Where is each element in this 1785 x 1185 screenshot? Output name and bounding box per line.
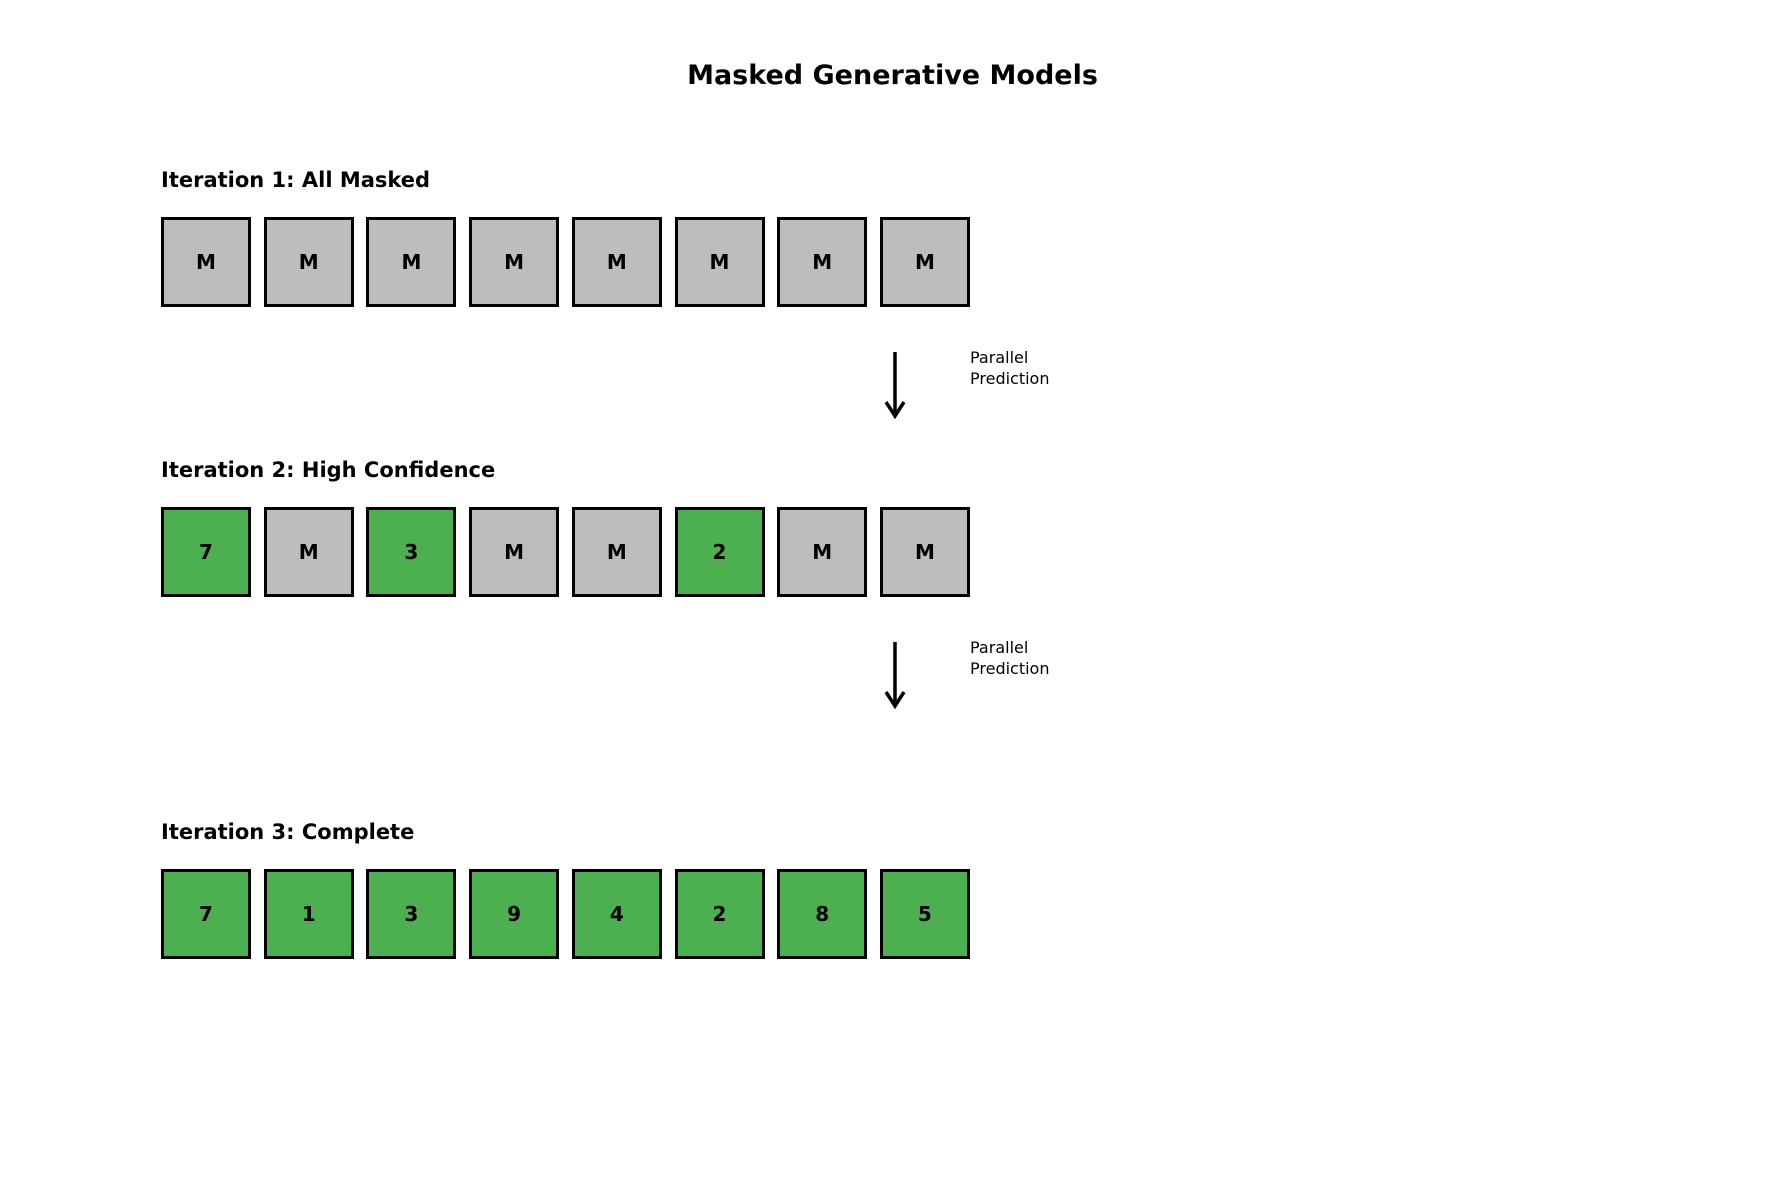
diagram-title: Masked Generative Models [687, 60, 1098, 91]
iteration-1-label: Iteration 1: All Masked [161, 168, 431, 192]
predicted-token: 3 [366, 507, 457, 597]
predicted-token: 7 [161, 869, 251, 959]
masked-token: M [777, 507, 868, 597]
masked-token: M [263, 507, 354, 597]
masked-token: M [263, 217, 354, 307]
down-arrow-icon [884, 642, 906, 710]
arrow-2-label: Parallel Prediction [970, 637, 1049, 679]
iteration-3-label: Iteration 3: Complete [161, 820, 415, 844]
masked-token: M [879, 217, 970, 307]
predicted-token: 2 [674, 507, 765, 597]
predicted-token: 2 [674, 869, 765, 959]
masked-token: M [879, 507, 970, 597]
arrow-label-line: Prediction [970, 369, 1050, 388]
masked-token: M [469, 507, 560, 597]
iteration-2-label: Iteration 2: High Confidence [161, 458, 496, 482]
masked-token: M [571, 217, 662, 307]
masked-token: M [571, 507, 662, 597]
masked-token: M [674, 217, 765, 307]
arrow-label-line: Parallel [970, 348, 1029, 367]
predicted-token: 9 [469, 869, 560, 959]
predicted-token: 8 [777, 869, 868, 959]
masked-token: M [469, 217, 560, 307]
masked-token: M [777, 217, 868, 307]
masked-token: M [161, 217, 251, 307]
predicted-token: 4 [571, 869, 662, 959]
predicted-token: 5 [879, 869, 970, 959]
arrow-label-line: Prediction [970, 659, 1050, 678]
masked-token: M [366, 217, 457, 307]
arrow-label-line: Parallel [970, 638, 1029, 657]
predicted-token: 3 [366, 869, 457, 959]
predicted-token: 7 [161, 507, 251, 597]
predicted-token: 1 [263, 869, 354, 959]
down-arrow-icon [884, 352, 906, 420]
arrow-1-label: Parallel Prediction [970, 347, 1049, 389]
